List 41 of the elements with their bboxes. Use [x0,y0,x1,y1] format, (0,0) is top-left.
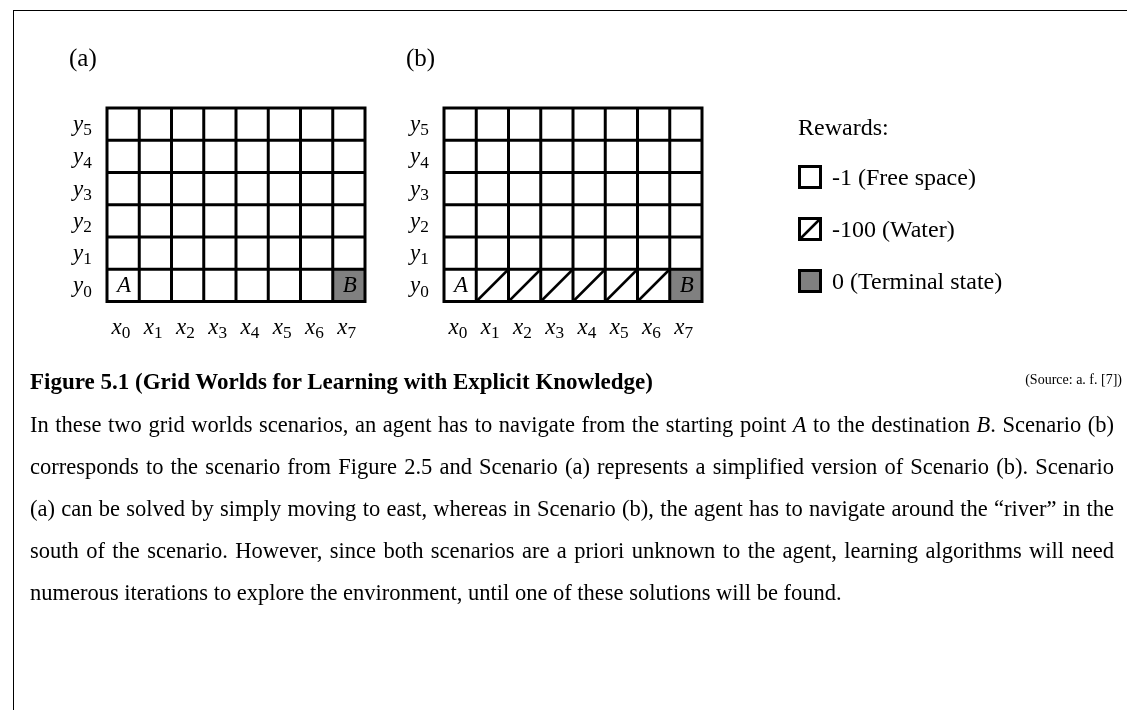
figure-title: Figure 5.1 (Grid Worlds for Learning with Explicit Knowledge) [30,368,653,396]
axis-label: x$_{1}$ [142,313,164,341]
axis-label: x$_{3}$ [207,313,229,341]
axis-label: x$_{0}$ [447,313,469,341]
axis-label: x$_{1}$ [479,313,501,341]
axis-label: x$_{6}$ [303,313,325,341]
axis-label: x$_{5}$ [608,313,630,341]
cell-letter: B [678,271,695,300]
axis-label: x$_{2}$ [511,313,533,341]
axis-label: y$_{5}$ [410,110,430,138]
axis-label: x$_{4}$ [239,313,261,341]
axis-label: y$_{5}$ [73,110,93,138]
cell-letter: A [115,271,133,300]
axis-label: y$_{3}$ [410,174,430,203]
panel-label: (b) [406,43,436,74]
axis-label: y$_{1}$ [410,239,430,267]
panel-label: (a) [69,43,97,74]
axis-label: x$_{5}$ [271,313,293,341]
axis-label: y$_{2}$ [73,206,93,235]
cell-letter: B [341,271,358,300]
figure-caption: In these two grid worlds scenarios, an agent has to navigate from the starting point A to the destination B. Scenario (b) corresponds to the scenario from Figure 2.5 and Scenario (a) represents a simplified version of Scenario (b). Scenario (a) can be solved by simply moving to east, whereas in Scenario (b), the agent has to navigate around the “river” in the south of the scenario. However, since both scenarios are a priori unknown to the agent, learning algorithms will need numerous iterations to explore the environment, until one of these solutions will be found. [30,411,1114,607]
axis-label: y$_{2}$ [410,206,430,235]
axis-label: x$_{2}$ [174,313,196,341]
axis-label: y$_{0}$ [73,271,93,300]
axis-label: x$_{3}$ [544,313,566,341]
axis-label: x$_{4}$ [576,313,598,341]
legend-text: -100 (Water) [832,215,955,243]
legend-text: 0 (Terminal state) [832,267,1003,295]
axis-label: y$_{3}$ [73,174,93,203]
axis-label: y$_{4}$ [410,142,430,171]
axis-label: x$_{6}$ [640,313,662,341]
legend-title: Rewards: [798,113,890,142]
axis-label: y$_{1}$ [73,239,93,267]
cell-letter: A [452,271,470,300]
axis-label: x$_{7}$ [673,313,695,341]
axis-label: y$_{0}$ [410,271,430,300]
source-note: (Source: a. f. [7]) [1024,371,1122,389]
axis-label: x$_{0}$ [110,313,132,341]
legend-text: -1 (Free space) [832,163,976,191]
axis-label: x$_{7}$ [336,313,358,341]
axis-label: y$_{4}$ [73,142,93,171]
